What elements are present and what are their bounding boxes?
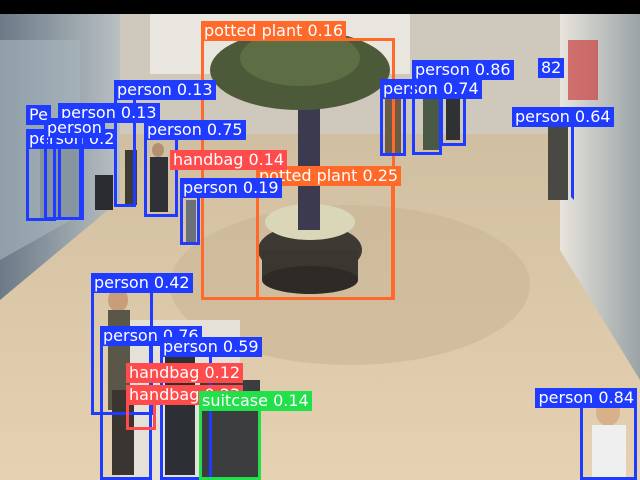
detection-box-person: person	[44, 118, 105, 220]
detection-label: person 0.59	[160, 337, 262, 357]
detection-box-person: person 0.13	[114, 80, 216, 207]
detection-label: potted plant 0.16	[201, 21, 347, 41]
detection-label: Pe	[26, 105, 51, 125]
detection-label: person 0.75	[144, 120, 246, 140]
detection-label: 0.74	[440, 79, 482, 99]
detection-box-person: person 0.75	[144, 120, 246, 217]
detection-label: person 0.84	[535, 388, 637, 408]
detection-box-potted-plant: potted plant 0.25	[256, 166, 402, 300]
detection-label: 82	[538, 58, 565, 78]
detection-box-person: person 0.19	[180, 178, 282, 245]
detection-box-suitcase: suitcase 0.14	[199, 391, 312, 480]
detection-box-person: person 0.42	[91, 273, 193, 415]
detection-box-person: person 0.84	[535, 388, 637, 480]
detection-label: suitcase 0.14	[199, 391, 312, 411]
detection-box-handbag: handbag 0.14	[170, 150, 288, 171]
detection-label: person 0.86	[412, 60, 514, 80]
detection-box-person: Pe	[26, 105, 51, 126]
detection-label: person 0.19	[180, 178, 282, 198]
detection-box-person: person 0.64	[512, 107, 614, 200]
detection-label: handbag 0.14	[170, 150, 288, 170]
detection-label: potted plant 0.25	[256, 166, 402, 186]
detection-label: person 0.64	[512, 107, 614, 127]
detection-box-handbag: handbag 0.12	[126, 363, 244, 384]
detection-box-person: person 0.59	[160, 337, 262, 480]
detection-box-person: 0.74	[440, 79, 482, 146]
detection-label: person	[44, 118, 105, 138]
detection-label: handbag 0.12	[126, 363, 244, 383]
detection-box-person: 82	[528, 58, 572, 79]
detection-label: person 0.13	[114, 80, 216, 100]
detection-box-person: person	[380, 79, 441, 156]
detection-box-person: person 0.86	[412, 60, 514, 155]
detection-label: person	[380, 79, 441, 99]
detection-box-handbag: handbag 0.23	[126, 385, 244, 430]
detection-label: person 0.42	[91, 273, 193, 293]
